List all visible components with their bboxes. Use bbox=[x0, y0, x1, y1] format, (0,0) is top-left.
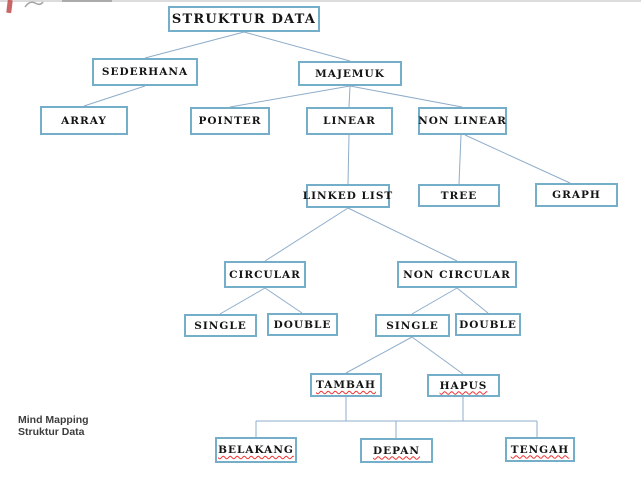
node-tengah-label: TENGAH bbox=[510, 443, 570, 456]
node-double-circular: DOUBLE bbox=[267, 313, 338, 336]
node-struktur-data-label: STRUKTUR DATA bbox=[171, 11, 317, 27]
node-tambah: TAMBAH bbox=[310, 373, 382, 397]
node-belakang: BELAKANG bbox=[215, 437, 297, 463]
node-non-linear-label: NON LINEAR bbox=[418, 115, 507, 127]
node-single-circular: SINGLE bbox=[184, 314, 257, 337]
edge-nonlinear-graph bbox=[464, 134, 571, 184]
node-hapus-label: HAPUS bbox=[439, 379, 488, 392]
edge-circular-single bbox=[219, 287, 266, 315]
node-double-non-circular: DOUBLE bbox=[455, 313, 521, 336]
node-pointer: POINTER bbox=[190, 107, 270, 135]
edge-root-sederhana bbox=[144, 31, 245, 59]
edge-linear-linkedlist bbox=[347, 134, 350, 185]
node-graph-label: GRAPH bbox=[552, 189, 601, 201]
node-pointer-label: POINTER bbox=[198, 115, 262, 127]
edge-single-tambah bbox=[345, 336, 413, 374]
edge-linkedlist-circular bbox=[264, 207, 349, 262]
node-single-circular-label: SINGLE bbox=[194, 319, 247, 332]
node-sederhana-label: SEDERHANA bbox=[101, 66, 189, 78]
node-hapus: HAPUS bbox=[427, 374, 500, 397]
caption-line2: Struktur Data bbox=[18, 425, 85, 438]
node-majemuk-label: MAJEMUK bbox=[315, 67, 385, 80]
node-depan-label: DEPAN bbox=[373, 444, 420, 457]
edge-root-majemuk bbox=[243, 31, 351, 62]
edge-sederhana-array bbox=[83, 85, 146, 107]
top-edge-line bbox=[0, 0, 641, 2]
top-edge-dark-segment bbox=[62, 0, 112, 2]
edge-majemuk-linear bbox=[348, 85, 351, 108]
node-single-non-circular: SINGLE bbox=[375, 314, 450, 337]
node-sederhana: SEDERHANA bbox=[92, 58, 198, 86]
node-depan: DEPAN bbox=[360, 438, 433, 463]
node-double-non-circular-label: DOUBLE bbox=[459, 318, 517, 331]
node-tengah: TENGAH bbox=[505, 437, 575, 462]
edge-nonlinear-tree bbox=[458, 134, 462, 185]
node-majemuk: MAJEMUK bbox=[298, 61, 402, 86]
node-non-circular-label: NON CIRCULAR bbox=[403, 268, 511, 281]
node-graph: GRAPH bbox=[535, 183, 618, 207]
node-belakang-label: BELAKANG bbox=[218, 444, 294, 456]
caption-line1: Mind Mapping bbox=[18, 414, 89, 426]
node-tree: TREE bbox=[418, 184, 500, 207]
caption: Mind Mapping Struktur Data bbox=[18, 414, 89, 438]
node-tambah-label: TAMBAH bbox=[316, 379, 376, 391]
node-double-circular-label: DOUBLE bbox=[273, 318, 332, 331]
node-linear: LINEAR bbox=[306, 107, 393, 135]
edge-circular-double bbox=[264, 287, 303, 314]
node-circular: CIRCULAR bbox=[224, 261, 306, 288]
grey-smudge-mark bbox=[24, 1, 44, 8]
node-circular-label: CIRCULAR bbox=[229, 268, 301, 281]
edge-majemuk-nonlinear bbox=[349, 85, 463, 108]
node-linear-label: LINEAR bbox=[323, 115, 376, 127]
edge-single-hapus bbox=[411, 336, 464, 375]
node-non-circular: NON CIRCULAR bbox=[397, 261, 517, 288]
edge-noncircular-double bbox=[456, 287, 489, 314]
node-non-linear: NON LINEAR bbox=[418, 107, 507, 135]
edge-noncircular-single bbox=[411, 287, 458, 315]
node-struktur-data: STRUKTUR DATA bbox=[168, 6, 320, 32]
edge-majemuk-pointer bbox=[229, 85, 351, 108]
node-linked-list-label: LINKED LIST bbox=[302, 190, 394, 202]
node-linked-list: LINKED LIST bbox=[302, 184, 394, 208]
node-tree-label: TREE bbox=[440, 189, 478, 202]
node-array: ARRAY bbox=[40, 106, 128, 135]
node-array-label: ARRAY bbox=[61, 114, 107, 127]
edge-linkedlist-noncircular bbox=[347, 207, 458, 262]
node-single-non-circular-label: SINGLE bbox=[386, 319, 439, 332]
